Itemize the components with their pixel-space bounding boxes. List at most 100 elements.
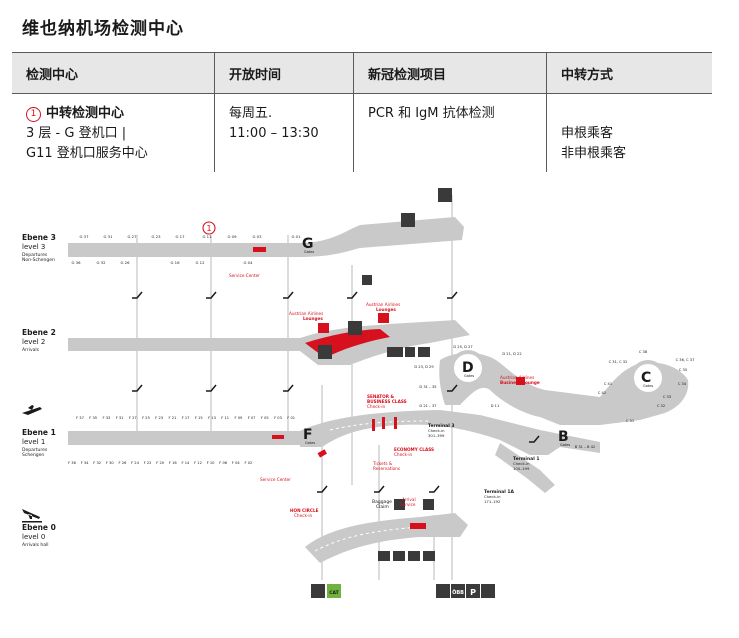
bottom-transport-icons — [311, 551, 495, 598]
gate-label: G 04 — [244, 260, 254, 265]
terminal-label: 301–399 — [428, 433, 445, 438]
service-center-label: Service Center — [260, 477, 291, 482]
gate-label: F 17 — [182, 416, 190, 420]
level-name: Ebene 3 — [22, 233, 56, 242]
gate-label: F 05 — [261, 416, 269, 420]
restroom-icon — [405, 347, 415, 357]
level-sub: level 0 — [22, 533, 45, 541]
train-icon — [311, 584, 325, 598]
tickets-label: Reservations — [373, 466, 400, 471]
level-note: Departures — [22, 252, 48, 258]
baggage-label: Baggage — [372, 499, 392, 505]
tickets-label: Tickets & — [372, 461, 393, 466]
location-line-1: 3 层 - G 登机口 | — [26, 126, 127, 141]
obb-icon — [451, 584, 465, 598]
gate-label: F 32 — [93, 461, 101, 465]
level0-taxi-icon — [423, 551, 435, 561]
gate-label: F 31 — [116, 416, 124, 420]
gate-label: C 41 — [604, 382, 612, 386]
terminal-label: Terminal 3 — [428, 423, 454, 429]
senator-label: Check-in — [367, 404, 386, 409]
terminal-label: Terminal 1A — [484, 489, 514, 495]
gate-label: F 35 — [89, 416, 97, 420]
car-icon — [481, 584, 495, 598]
hon-label: Check-in — [294, 513, 313, 518]
level-1 — [68, 410, 600, 493]
pier-letter: G — [302, 236, 314, 252]
terminal-label: 100–199 — [513, 466, 530, 471]
level-note: Departures — [22, 447, 48, 453]
transfer-non-schengen: 非申根乘客 — [561, 146, 627, 161]
level-name: Ebene 2 — [22, 328, 56, 337]
gate-label: F 37 — [76, 416, 84, 420]
location-marker-icon: 1 — [26, 107, 41, 122]
gate-label: G 26 — [121, 260, 131, 265]
hours-time: 11:00 – 13:30 — [229, 126, 319, 141]
senator-label: SENATOR & — [367, 394, 394, 399]
gate-label: G 03 — [253, 234, 263, 239]
test-center-marker — [202, 221, 216, 235]
level-sub: level 2 — [22, 338, 45, 346]
pier-sub: Gates — [304, 250, 314, 254]
arrivals-plane-icon — [22, 509, 42, 523]
lounge-label: Lounges — [376, 307, 396, 312]
gate-label: D 21 – 37 — [419, 404, 436, 408]
gate-label: F 07 — [248, 416, 256, 420]
gate-label: C 31, C 32 — [609, 360, 628, 364]
arrival-service-label: Arrival — [402, 497, 416, 502]
gate-label: G 23 — [152, 234, 162, 239]
gate-label: F 01 — [287, 416, 295, 420]
business-lounge-label: Austrian Airlines — [500, 375, 534, 380]
plane-top-icon — [438, 188, 452, 202]
level-note: Arrivals — [22, 347, 40, 353]
parking-icon — [466, 584, 480, 598]
lounge-label: Lounges — [303, 316, 323, 321]
gate-label: F 21 — [169, 416, 177, 420]
pier-letter: F — [303, 427, 313, 443]
pier-sub: Gates — [464, 374, 474, 378]
gate-label: C 42 — [598, 391, 606, 395]
senator-label: BUSINESS CLASS — [367, 399, 407, 404]
col-header-tests: 新冠检测项目 — [353, 52, 547, 94]
cat-label: CAT — [329, 590, 339, 596]
pier-letter: C — [641, 370, 651, 386]
gate-label: F 13 — [208, 416, 216, 420]
toilet-icon — [418, 347, 430, 357]
economy-label: Check-in — [394, 452, 413, 457]
gate-label: G 12 — [196, 260, 206, 265]
gate-label: F 02 — [245, 461, 253, 465]
baggage-label: Claim — [376, 504, 389, 510]
cell-tests: PCR 和 IgM 抗体检测 — [353, 93, 547, 172]
page-title: 维也纳机场检测中心 — [22, 19, 184, 39]
gate-label: G 17 — [176, 234, 186, 239]
economy-label: ECONOMY CLASS — [394, 447, 434, 452]
gate-label: G 37 — [80, 234, 90, 239]
level-note: Arrivals hall — [22, 542, 49, 548]
gate-label: G 09 — [228, 234, 238, 239]
pier-sub: Gates — [643, 384, 653, 388]
gate-label: F 09 — [235, 416, 243, 420]
gate-label: G 16 — [171, 260, 181, 265]
level-sub: level 1 — [22, 438, 45, 446]
gate-label: F 25 — [142, 416, 150, 420]
gate-label: C 38 — [639, 350, 648, 354]
col-header-transfer: 中转方式 — [546, 52, 712, 94]
gate-label: F 22 — [144, 461, 152, 465]
test-center-marker-label: 1 — [206, 224, 211, 233]
terminal-label: Check-in — [484, 494, 501, 499]
cell-hours: 每周五. 11:00 – 13:30 — [214, 93, 354, 172]
gate-label: G 31 — [104, 234, 114, 239]
gate-label: G 32 — [97, 260, 107, 265]
level-note: Non-Schengen — [22, 257, 55, 263]
terminal-label: 171–192 — [484, 499, 501, 504]
transfer-schengen: 申根乘客 — [561, 126, 614, 141]
lounge-label: Austrian Airlines — [366, 302, 400, 307]
gate-label: D 11 — [491, 404, 499, 408]
gate-label: F 11 — [221, 416, 229, 420]
level0-bus-icon — [378, 551, 390, 561]
col-header-test-center: 检测中心 — [12, 52, 215, 94]
cat-train-icon — [327, 584, 341, 598]
